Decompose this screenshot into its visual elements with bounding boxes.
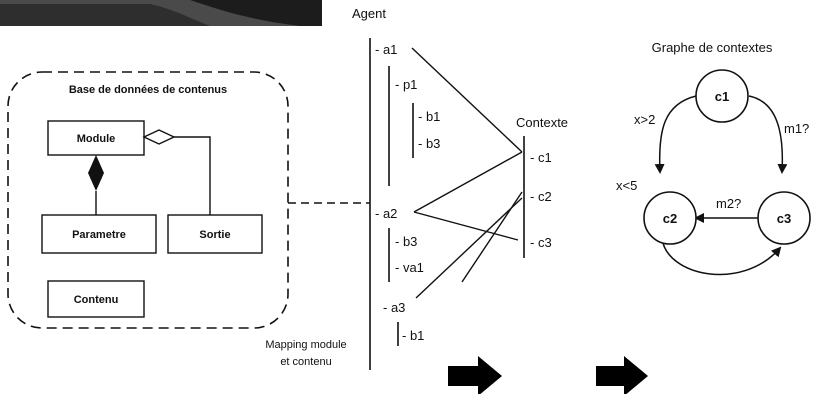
context-title: Contexte bbox=[516, 115, 568, 130]
agent-title: Agent bbox=[352, 6, 386, 21]
content-database: Base de données de contenus Module Param… bbox=[7, 71, 289, 329]
agent-item-b3: - b3 bbox=[418, 136, 440, 151]
parametre-label: Parametre bbox=[72, 229, 126, 241]
edge-label-x-lt-5: x<5 bbox=[616, 178, 637, 193]
edge-c1-c2 bbox=[654, 95, 697, 174]
contenu-label: Contenu bbox=[74, 294, 119, 306]
edge-label-m2: m2? bbox=[716, 196, 741, 211]
sortie-box: Sortie bbox=[167, 214, 263, 254]
node-c1: c1 bbox=[695, 69, 749, 123]
node-c2-label: c2 bbox=[663, 211, 677, 226]
context-item-c2: - c2 bbox=[530, 189, 552, 204]
context-item-c3: - c3 bbox=[530, 235, 552, 250]
node-c1-label: c1 bbox=[715, 89, 729, 104]
edge-label-x-gt-2: x>2 bbox=[634, 112, 655, 127]
agent-item-va1: - va1 bbox=[395, 260, 424, 275]
node-c3: c3 bbox=[757, 191, 811, 245]
right-arrow-icon bbox=[596, 356, 648, 394]
aggregation-diamond bbox=[142, 129, 176, 145]
context-item-c1: - c1 bbox=[530, 150, 552, 165]
parametre-box: Parametre bbox=[41, 214, 157, 254]
right-arrow-icon bbox=[448, 356, 502, 394]
edge-c1-c3 bbox=[748, 95, 788, 174]
agent-item-a3: - a3 bbox=[383, 300, 405, 315]
composition-diamond bbox=[88, 155, 104, 191]
agent-item-p1: - p1 bbox=[395, 77, 417, 92]
mapping-lines bbox=[411, 47, 523, 299]
agent-tree: Agent - a1 - p1 - b1 - b3 - a2 - b3 - va… bbox=[352, 6, 440, 370]
context-list: Contexte - c1 - c2 - c3 bbox=[516, 115, 568, 258]
module-box: Module bbox=[47, 120, 145, 156]
mapping-label-line1: Mapping module bbox=[265, 339, 346, 351]
agent-item-a1: - a1 bbox=[375, 42, 397, 57]
node-c3-label: c3 bbox=[777, 211, 791, 226]
node-c2: c2 bbox=[643, 191, 697, 245]
agent-item-b1: - b1 bbox=[418, 109, 440, 124]
contenu-box: Contenu bbox=[47, 280, 145, 318]
agent-item-b1-2: - b1 bbox=[402, 328, 424, 343]
sortie-label: Sortie bbox=[199, 229, 230, 241]
graph-title: Graphe de contextes bbox=[652, 40, 773, 55]
module-label: Module bbox=[77, 133, 116, 145]
agent-item-b3-2: - b3 bbox=[395, 234, 417, 249]
photo-fragment bbox=[0, 0, 322, 26]
aggregation-line bbox=[174, 136, 211, 215]
context-graph: Graphe de contextes x>2 m1? m2? x<5 c1 c… bbox=[616, 40, 811, 276]
agent-item-a2: - a2 bbox=[375, 206, 397, 221]
edge-c2-c3-loop bbox=[661, 237, 782, 276]
database-title: Base de données de contenus bbox=[69, 84, 227, 96]
mapping-label-line2: et contenu bbox=[280, 356, 331, 368]
edge-label-m1: m1? bbox=[784, 121, 809, 136]
